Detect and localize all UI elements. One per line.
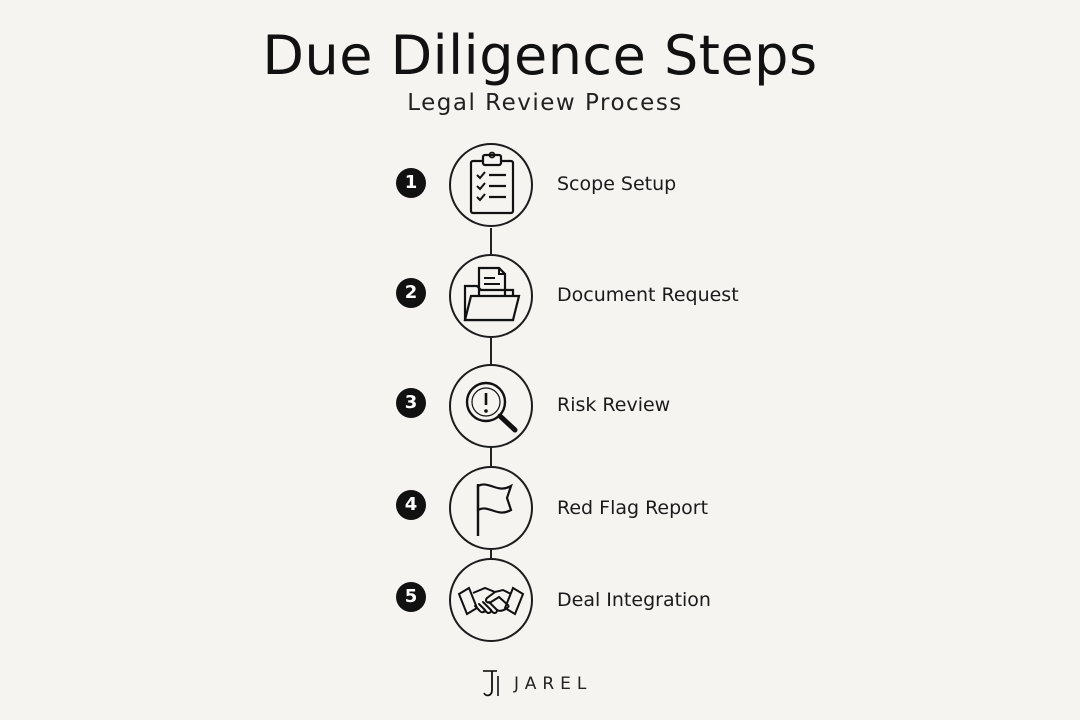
handshake-icon bbox=[457, 586, 525, 616]
step-icon-circle bbox=[449, 466, 533, 550]
page-title: Due Diligence Steps bbox=[262, 24, 818, 87]
step-number-badge: 4 bbox=[396, 490, 426, 520]
step-label: Deal Integration bbox=[557, 589, 711, 611]
folder-document-icon bbox=[463, 266, 521, 322]
connector-line bbox=[490, 548, 492, 560]
flag-icon bbox=[476, 483, 513, 536]
step-label: Red Flag Report bbox=[557, 497, 709, 519]
brand-footer: JAREL bbox=[480, 668, 592, 700]
step-icon-circle bbox=[449, 254, 533, 338]
step-number-badge: 5 bbox=[396, 582, 426, 612]
step-icon-circle bbox=[449, 364, 533, 448]
step-number-badge: 3 bbox=[396, 388, 426, 418]
step-label: Scope Setup bbox=[557, 173, 677, 195]
step-label: Document Request bbox=[557, 284, 739, 306]
step-number-badge: 1 bbox=[396, 168, 426, 198]
step-label: Risk Review bbox=[557, 394, 671, 416]
step-icon-circle bbox=[449, 143, 533, 227]
page-subtitle: Legal Review Process bbox=[407, 90, 683, 116]
connector-line bbox=[490, 448, 492, 466]
magnifier-alert-icon bbox=[465, 381, 518, 433]
jarel-monogram-logo bbox=[483, 670, 499, 697]
connector-line bbox=[490, 338, 492, 364]
connector-line bbox=[490, 228, 492, 254]
clipboard-checklist-icon bbox=[469, 151, 515, 215]
brand-name: JAREL bbox=[514, 674, 593, 694]
step-icon-circle bbox=[449, 558, 533, 642]
step-number-badge: 2 bbox=[396, 278, 426, 308]
